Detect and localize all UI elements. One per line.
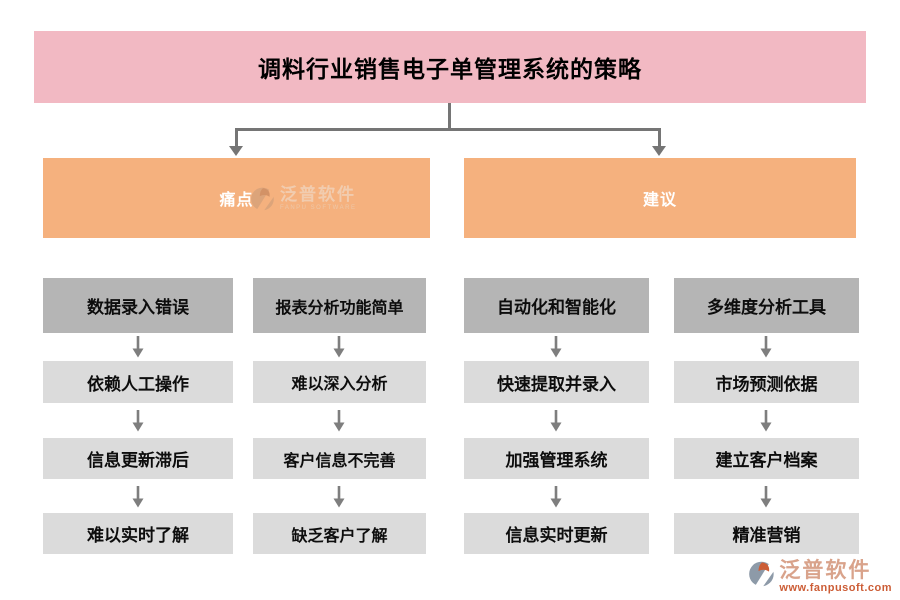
- arrow-down-icon: [760, 410, 772, 432]
- title-banner: 调料行业销售电子单管理系统的策略: [34, 31, 866, 103]
- node-box: 自动化和智能化: [464, 278, 649, 333]
- fanpu-watermark-corner: 泛普软件 www.fanpusoft.com: [748, 560, 892, 594]
- fanpu-logo-icon: [749, 560, 777, 588]
- node-box: 精准营销: [674, 513, 859, 554]
- node-box: 多维度分析工具: [674, 278, 859, 333]
- arrow-down-icon: [333, 410, 345, 432]
- connector-drop-left: [235, 128, 238, 147]
- arrow-down-icon: [333, 486, 345, 508]
- node-box: 快速提取并录入: [464, 361, 649, 403]
- node-box: 缺乏客户了解: [253, 513, 426, 554]
- arrow-down-icon: [652, 146, 666, 156]
- node-box: 信息更新滞后: [43, 438, 233, 479]
- arrow-down-icon: [550, 336, 562, 358]
- arrow-down-icon: [550, 410, 562, 432]
- watermark-brand-text: 泛普软件: [779, 559, 872, 582]
- arrow-down-icon: [132, 410, 144, 432]
- page-title: 调料行业销售电子单管理系统的策略: [258, 56, 642, 82]
- arrow-down-icon: [550, 486, 562, 508]
- connector-horizontal-bar: [235, 128, 661, 131]
- node-box: 数据录入错误: [43, 278, 233, 333]
- node-box: 报表分析功能简单: [253, 278, 426, 333]
- arrow-down-icon: [760, 336, 772, 358]
- node-box: 建立客户档案: [674, 438, 859, 479]
- node-box: 客户信息不完善: [253, 438, 426, 479]
- arrow-down-icon: [333, 336, 345, 358]
- arrow-down-icon: [229, 146, 243, 156]
- node-box: 依赖人工操作: [43, 361, 233, 403]
- branch-label: 建议: [642, 192, 677, 209]
- branch-pain-points: 痛点: [43, 158, 430, 238]
- arrow-down-icon: [760, 486, 772, 508]
- node-box: 加强管理系统: [464, 438, 649, 479]
- connector-stem: [448, 103, 451, 131]
- node-box: 难以深入分析: [253, 361, 426, 403]
- connector-drop-right: [658, 128, 661, 147]
- node-box: 难以实时了解: [43, 513, 233, 554]
- arrow-down-icon: [132, 486, 144, 508]
- node-box: 市场预测依据: [674, 361, 859, 403]
- arrow-down-icon: [132, 336, 144, 358]
- branch-suggestions: 建议: [464, 158, 856, 238]
- watermark-url-text: www.fanpusoft.com: [779, 582, 892, 594]
- branch-label: 痛点: [219, 192, 254, 209]
- node-box: 信息实时更新: [464, 513, 649, 554]
